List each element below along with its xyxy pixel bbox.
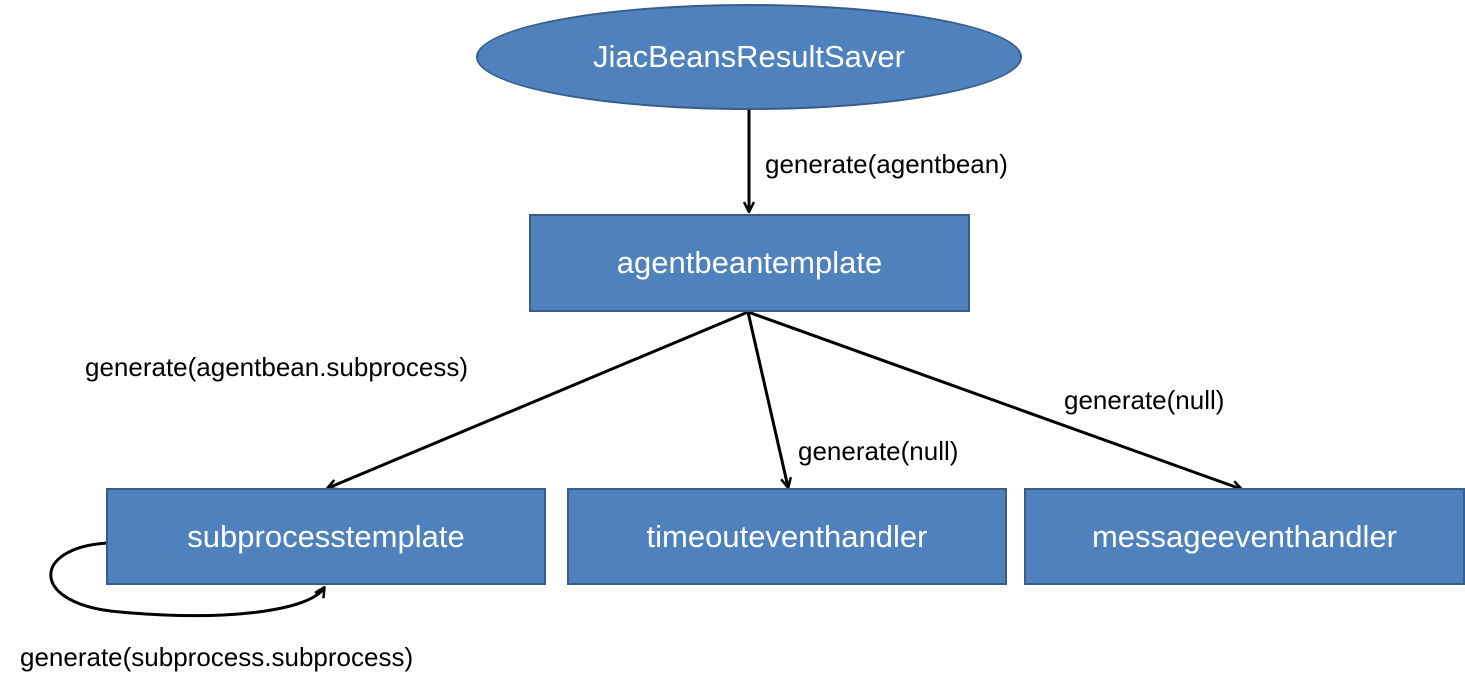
node-timeouteventhandler: timeouteventhandler [567,488,1007,585]
edge-label-agentbean-to-timeout: generate(null) [798,436,959,466]
node-label: subprocesstemplate [187,518,465,554]
node-label: agentbeantemplate [616,245,883,280]
edge-subprocess-self-loop [49,541,324,618]
node-messageeventhandler: messageeventhandler [1024,488,1465,585]
edge-agentbean-to-subprocess [328,310,749,488]
node-label: timeouteventhandler [646,518,928,554]
node-label: JiacBeansResultSaver [593,39,905,74]
edge-label-root-to-agentbean: generate(agentbean) [765,149,1008,179]
edge-label-agentbean-to-subprocess: generate(agentbean.subprocess) [85,352,469,382]
node-subprocesstemplate: subprocesstemplate [106,488,546,585]
node-label: messageeventhandler [1091,518,1398,554]
edge-agentbean-to-timeout [746,311,788,487]
node-jiacbeansresultsaver: JiacBeansResultSaver [476,4,1022,110]
edge-label-subprocess-self-loop: generate(subprocess.subprocess) [20,642,414,672]
edge-agentbean-to-message [747,310,1241,489]
edge-label-agentbean-to-message: generate(null) [1064,385,1225,415]
node-agentbeantemplate: agentbeantemplate [529,214,970,312]
